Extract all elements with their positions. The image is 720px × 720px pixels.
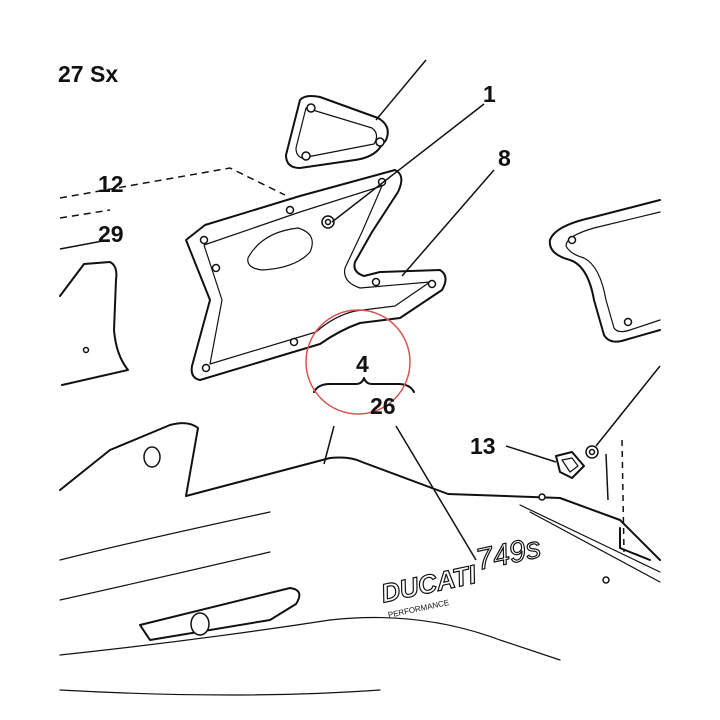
highlight-circle <box>305 309 411 415</box>
right-fairing-piece <box>548 199 661 343</box>
callout-8: 8 <box>498 145 511 171</box>
bracket-brace <box>313 377 415 393</box>
triangular-cover-plate <box>285 95 389 169</box>
decal-brand: DUCATI <box>378 559 479 609</box>
callout-4: 4 <box>356 351 369 377</box>
callout-13: 13 <box>470 433 496 459</box>
callout-12: 12 <box>98 171 124 197</box>
side-label: 27 Sx <box>58 61 118 87</box>
callout-26: 26 <box>370 393 396 419</box>
decal-model: 749s <box>473 531 544 577</box>
main-fairing-body <box>59 422 661 696</box>
inner-fairing-panel <box>185 169 447 381</box>
hidden-outline-12 <box>59 167 286 219</box>
left-bracket-part <box>59 261 129 386</box>
ducati-decal: DUCATI 749s PERFORMANCE <box>378 530 545 619</box>
callout-29: 29 <box>98 221 124 247</box>
clip-part <box>555 365 661 553</box>
callout-1: 1 <box>483 81 496 107</box>
leader-lines <box>59 59 557 561</box>
